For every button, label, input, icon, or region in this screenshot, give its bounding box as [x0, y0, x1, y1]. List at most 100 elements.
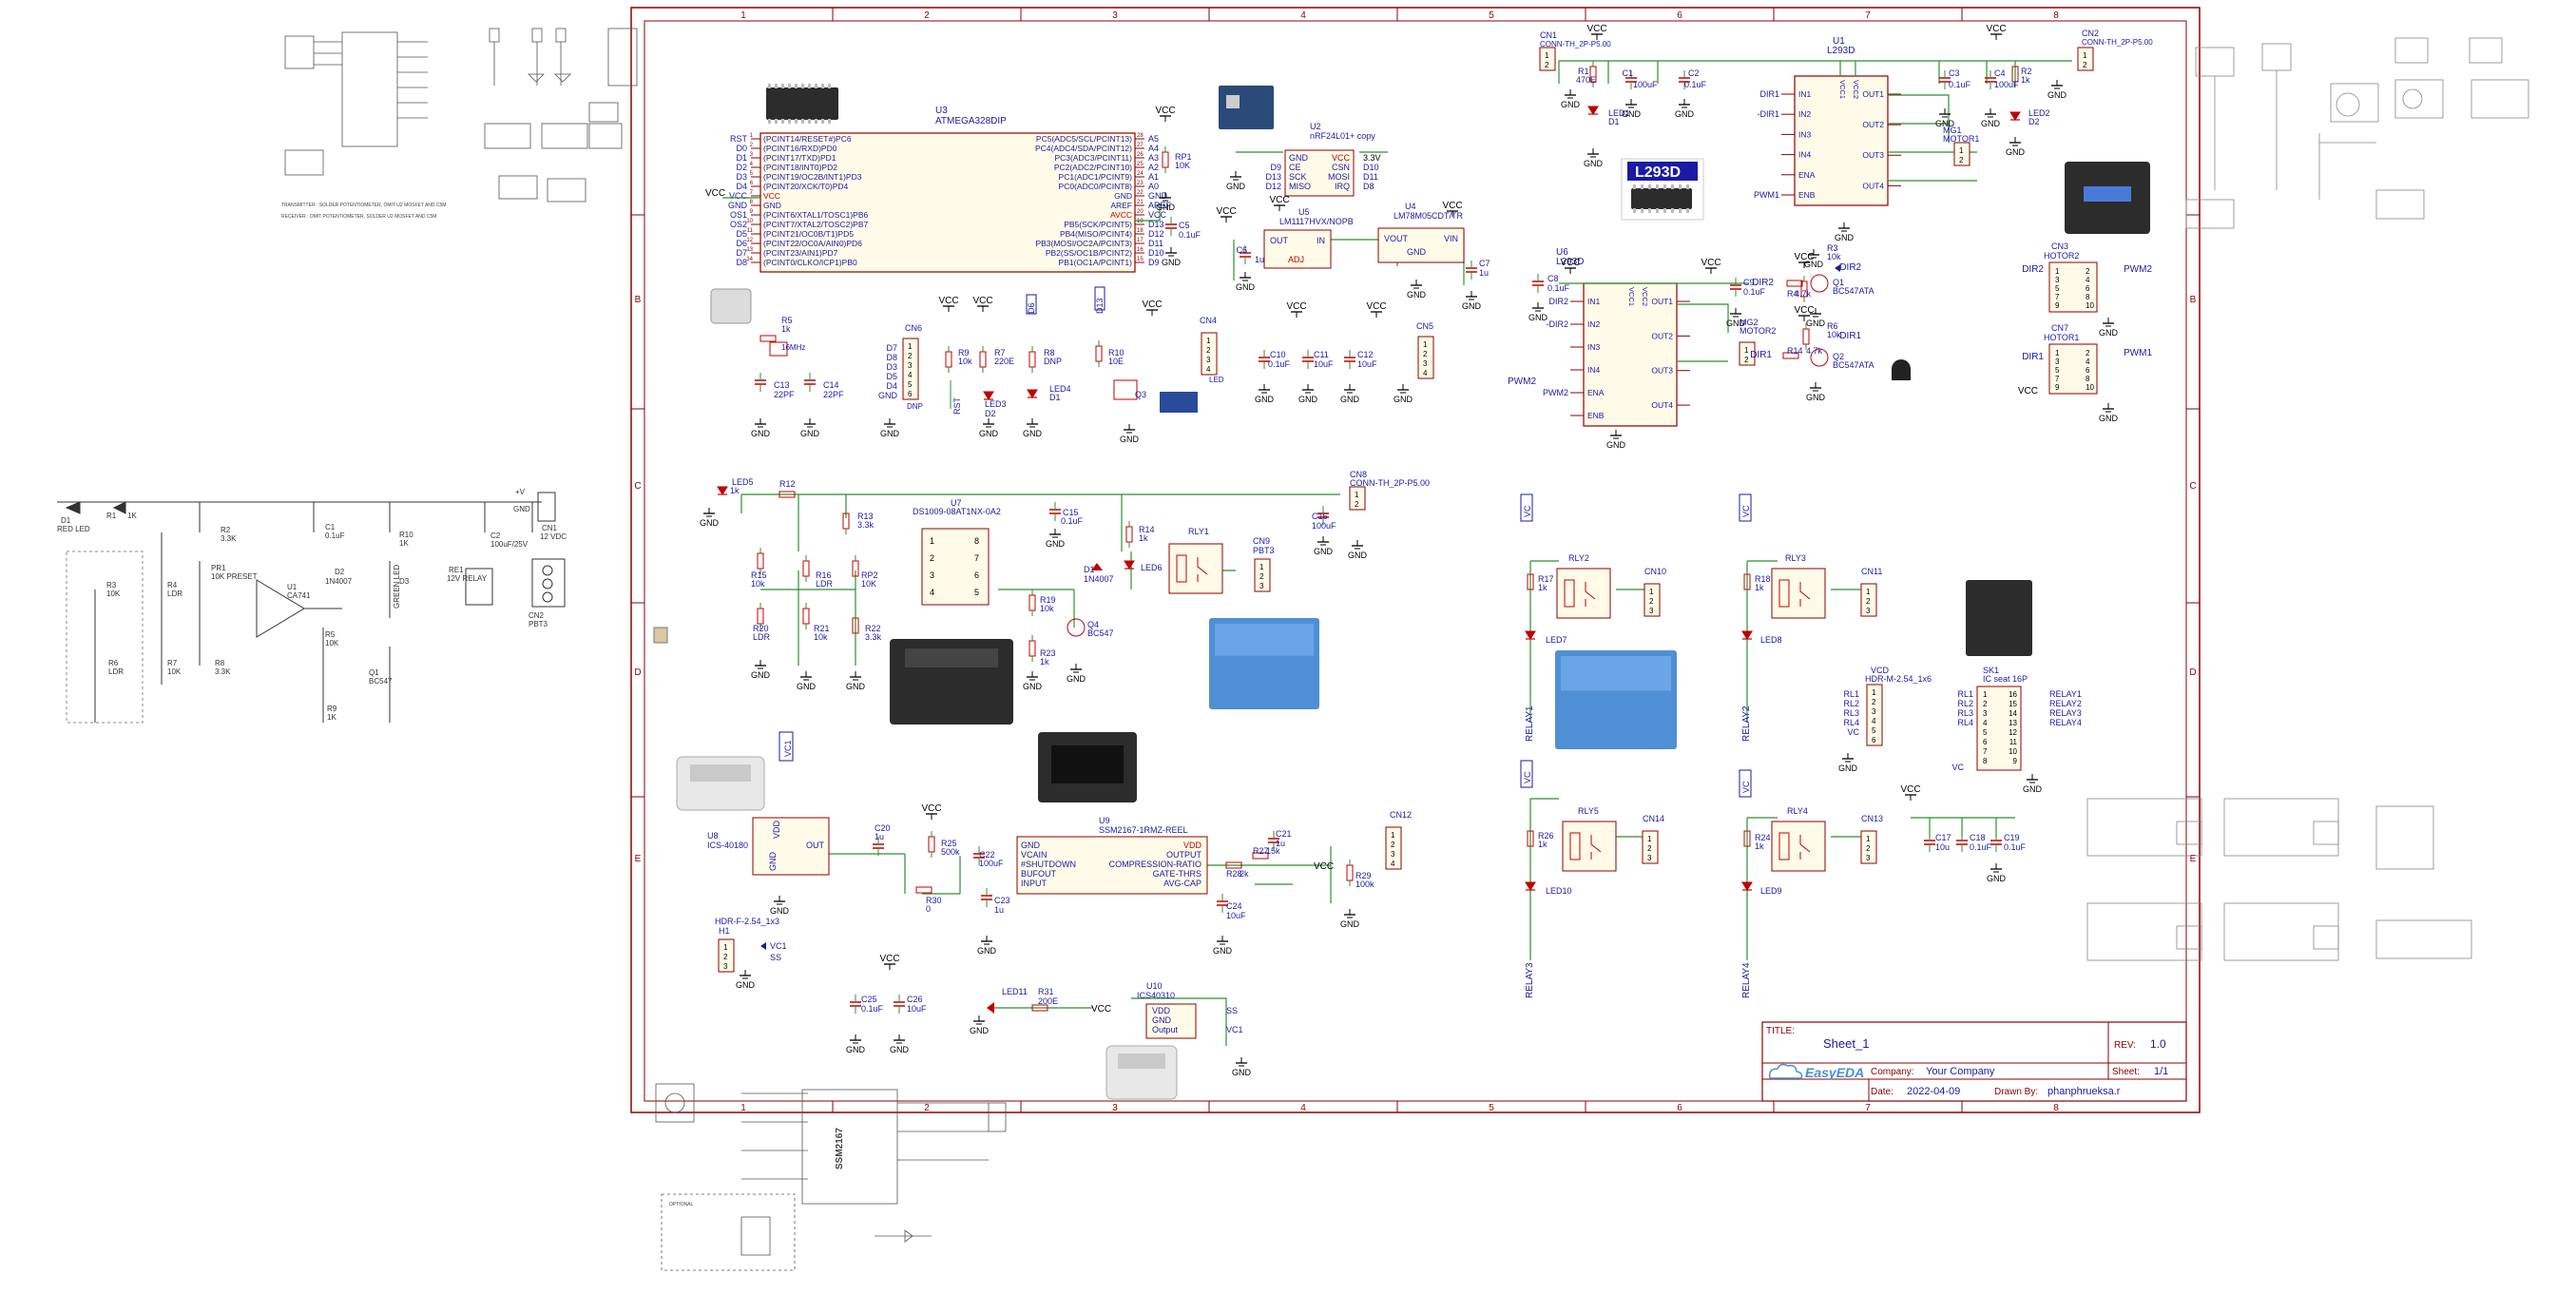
cn13-terminal[interactable] [1860, 830, 1877, 864]
right-relay-thumbnail [2086, 798, 2472, 961]
mg2-connector[interactable] [1739, 341, 1756, 366]
vcd-header[interactable] [1866, 684, 1883, 746]
component-label: R13 [857, 512, 874, 521]
motor-driver-u1[interactable]: U1 L293D IN1DIR1IN2-DIR1IN3IN4ENAENBPWM1… [1754, 36, 1901, 206]
component-label: RLY5 [1578, 806, 1599, 816]
component-label: GATE-THRS [1153, 869, 1201, 879]
gnd-label: GND [1622, 109, 1642, 119]
component-label: RELAY2 [2049, 699, 2082, 708]
h1-header[interactable] [718, 938, 735, 973]
relay-rly2[interactable] [1556, 568, 1611, 619]
lm1117-regulator[interactable] [1263, 229, 1332, 269]
component-label: C1 [1622, 68, 1633, 78]
cn11-terminal[interactable] [1860, 583, 1877, 617]
gnd-label: GND [977, 946, 997, 956]
easyeda-logo: EasyEDA [1768, 1063, 1864, 1080]
ics40180-microphone[interactable] [752, 817, 830, 876]
led-icon [1525, 881, 1536, 891]
component-label: MISO [1289, 182, 1311, 191]
mcu-pin-name: PC2(ADC2/PCINT10) [1054, 163, 1132, 172]
relay-rly1[interactable] [1168, 543, 1223, 594]
mcu-pin-name: (PCINT7/XTAL2/TOSC2)PB7 [763, 220, 868, 229]
note: TRANSMITTER : SOLDER POTENTIOMETER, OMIT… [281, 203, 446, 208]
component-label: 7 [974, 553, 979, 563]
nrf-chip [1226, 95, 1240, 108]
relay-rly5[interactable] [1562, 821, 1617, 872]
label: BC547 [369, 677, 393, 686]
relay-rly4[interactable] [1771, 821, 1826, 872]
motor-driver-u6[interactable]: U6 L293D IN1DIR2IN2-DIR2IN3IN4ENAPWM2ENB… [1543, 247, 1690, 427]
ic-seat-image [1966, 580, 2032, 656]
component-label: 1k [1139, 533, 1148, 543]
component-label: LED8 [1760, 635, 1782, 645]
cn10-terminal[interactable] [1644, 583, 1661, 617]
cn8-connector[interactable] [1349, 486, 1366, 511]
gnd-label: GND [751, 429, 771, 438]
lm78m05-regulator[interactable] [1377, 227, 1465, 263]
component-label: MOTOR2 [1740, 326, 1776, 336]
cn3-connector[interactable] [2048, 261, 2098, 313]
relay-rly3[interactable] [1771, 568, 1826, 619]
mcu-net-label: VCC [729, 191, 748, 201]
driver-pin-name: OUT1 [1862, 89, 1884, 99]
gnd-label: GND [1835, 233, 1855, 242]
mcu-pin-name: (PCINT18/INT0)PD2 [763, 163, 837, 172]
component-label: nRF24L01+ copy [1310, 131, 1375, 141]
nrf24l01-module[interactable] [1284, 149, 1355, 197]
component-label: RELAY4 [2049, 718, 2082, 727]
u6-ref: U6 [1556, 247, 1568, 258]
vc-net [1520, 493, 1533, 522]
resistor [802, 560, 810, 577]
resistor [802, 608, 810, 625]
component-label: CN2 [2082, 29, 2099, 38]
cn5-connector[interactable] [1417, 336, 1434, 379]
component-label: 10uF [907, 1004, 927, 1014]
component-label: C14 [823, 380, 839, 390]
component-label: IC seat 16P [1983, 674, 2028, 684]
ssm2167-compressor[interactable] [1016, 836, 1208, 895]
component-label: 4 [930, 588, 934, 597]
component-label: VC1 [1226, 1025, 1243, 1034]
driver-pin-name: IN2 [1798, 109, 1812, 119]
cn1-connector[interactable] [1539, 47, 1556, 71]
component-label: 1k [1040, 657, 1049, 667]
led-icon [1124, 560, 1135, 570]
connector-pin-number: 1 [1259, 563, 1264, 571]
mcu-atmega328[interactable]: U3 ATMEGA328DIP (PCINT14/RESET#)PC61RST(… [728, 84, 1172, 273]
connector-pin-number: 4 [1206, 365, 1211, 374]
mg1-connector[interactable] [1953, 142, 1970, 166]
driver-pin-name: IN3 [1587, 342, 1601, 352]
ds1009-ic-socket[interactable] [921, 528, 990, 606]
component-label: R27 [1253, 846, 1269, 856]
connector-pin-number: 2 [1259, 572, 1264, 581]
cn7-connector[interactable] [2048, 343, 2098, 395]
component-label: VCC [1332, 153, 1351, 163]
col-label: 5 [1489, 10, 1494, 21]
component-label: VCC [1314, 861, 1334, 872]
ics40310-microphone[interactable] [1145, 1003, 1197, 1039]
net-flag [1835, 264, 1840, 272]
component-label: 16MHz [781, 343, 805, 352]
component-label: GND [1021, 841, 1041, 850]
cn4-connector[interactable] [1201, 332, 1218, 376]
mcu-net-label: D6 [736, 239, 747, 248]
cn2-connector[interactable] [2077, 47, 2094, 71]
mcu-pin-number: 1 [750, 133, 754, 139]
mcu-net-label: D0 [736, 144, 747, 153]
component-label: MG2 [1740, 318, 1759, 327]
label: RE1 [449, 566, 464, 574]
cn6-header[interactable] [902, 338, 919, 400]
sk1-ic-seat[interactable] [1976, 686, 2022, 771]
component-label: D5 [886, 372, 897, 381]
cn9-terminal[interactable] [1254, 558, 1271, 592]
label: R6 [108, 659, 119, 667]
cn14-terminal[interactable] [1642, 830, 1659, 864]
connector-pin-number: 1 [1866, 588, 1871, 596]
cn12-connector[interactable] [1385, 826, 1402, 870]
component-label: LED3 [985, 399, 1007, 409]
connector-pin-number: 2 [1872, 698, 1876, 706]
transistor-image [1892, 359, 1911, 380]
driver-net-label: DIR1 [1759, 89, 1779, 99]
top-right-thumbnail [2185, 37, 2529, 229]
